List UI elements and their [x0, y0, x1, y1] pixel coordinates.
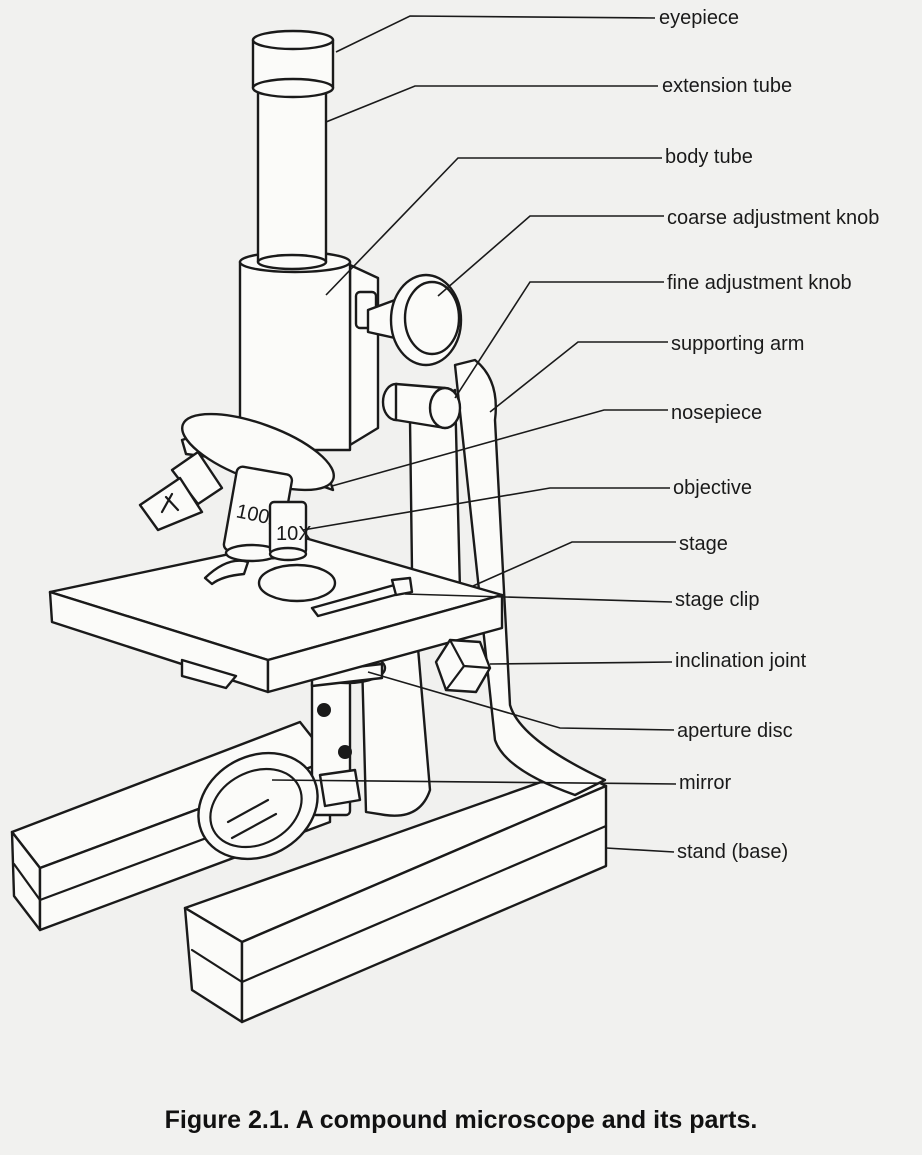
label-supporting-arm: supporting arm — [671, 333, 804, 355]
label-body-tube: body tube — [665, 146, 753, 168]
leader-body-tube — [325, 157, 662, 296]
eyepiece — [251, 29, 335, 99]
label-nosepiece: nosepiece — [671, 402, 762, 424]
leader-stage-clip — [404, 593, 673, 603]
label-fine-adjustment-knob: fine adjustment knob — [667, 272, 852, 294]
leader-lines — [271, 15, 677, 853]
label-objective: objective — [673, 477, 752, 499]
leader-mirror — [271, 779, 677, 785]
label-aperture-disc: aperture disc — [677, 720, 793, 742]
stage — [48, 536, 504, 694]
label-coarse-adjustment-knob: coarse adjustment knob — [667, 207, 879, 229]
label-eyepiece: eyepiece — [659, 7, 739, 29]
body-tube — [238, 250, 380, 452]
objective-low-angled — [138, 450, 224, 532]
label-inclination-joint: inclination joint — [675, 650, 807, 672]
leader-eyepiece — [335, 15, 656, 53]
label-mirror: mirror — [679, 772, 732, 794]
leader-fine-knob — [454, 281, 664, 399]
leader-coarse-knob — [437, 215, 664, 297]
leader-stand — [605, 847, 675, 853]
leader-inclination-joint — [489, 661, 673, 665]
mirror-screw-bottom — [338, 745, 352, 759]
pillar — [360, 646, 432, 817]
leader-nosepiece — [331, 409, 668, 487]
objective-10x-mark: 10X — [276, 523, 312, 545]
label-stage: stage — [679, 533, 728, 555]
coarse-adjustment-knob — [366, 273, 463, 367]
leader-extension-tube — [325, 85, 658, 123]
stage-aperture — [257, 563, 337, 603]
leader-aperture-disc — [367, 671, 675, 731]
extension-tube — [256, 80, 328, 271]
fine-adjustment-knob — [381, 382, 462, 430]
label-extension-tube: extension tube — [662, 75, 792, 97]
leader-supporting-arm — [489, 341, 668, 413]
stage-clip-left — [203, 559, 250, 586]
leader-stage — [472, 541, 676, 587]
label-stage-clip: stage clip — [675, 589, 760, 611]
figure-caption: Figure 2.1. A compound microscope and it… — [164, 1106, 758, 1134]
inclination-joint — [434, 638, 492, 694]
microscope-diagram: 100X 10X eyepiece extension tube body tu… — [10, 7, 879, 1024]
mirror-screw-top — [317, 703, 331, 717]
label-stand-base: stand (base) — [677, 841, 788, 863]
part-labels: eyepiece extension tube body tube coarse… — [659, 7, 879, 863]
leader-objective — [302, 487, 670, 531]
objective-10x: 10X — [268, 500, 312, 562]
